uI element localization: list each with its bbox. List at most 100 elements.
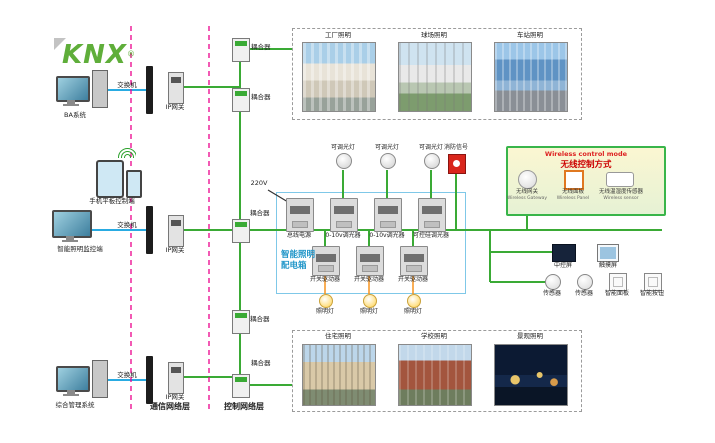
- mains-label: 220V: [250, 179, 268, 187]
- coupler-band: [235, 377, 247, 382]
- dimmer1-label: 0-10v调光器: [325, 232, 361, 239]
- cabinet-name-line2: 配电箱: [281, 261, 307, 272]
- control-layer-label: 控制网络层: [224, 402, 264, 411]
- switch-actuator-icon: [356, 246, 384, 276]
- sensor1-label: 传感器: [542, 290, 561, 297]
- din-band: [360, 254, 380, 262]
- din-knob: [424, 221, 440, 228]
- gateway2-label: IP网关: [165, 246, 185, 254]
- bottom-photo3-label: 景观照明: [517, 332, 543, 340]
- sensor-icon: [545, 274, 561, 290]
- wireless-title-zh: 无线控制方式: [560, 160, 612, 170]
- din-knob: [318, 265, 334, 272]
- lamp-icon: [319, 294, 333, 308]
- monitor-base: [63, 104, 79, 106]
- central-control-screen-icon: [552, 244, 576, 262]
- ethernet-switch-icon: [146, 66, 153, 114]
- monitor-stand: [66, 236, 74, 240]
- wireless-gateway-icon: [518, 170, 537, 189]
- wifi-arc: [121, 151, 134, 158]
- din-knob: [362, 265, 378, 272]
- dimmable-lamp3-label: 可调光灯: [418, 144, 443, 151]
- monitor-base: [62, 240, 78, 242]
- top-photo-stadium: [398, 42, 472, 112]
- wifi-arc: [124, 154, 131, 158]
- din-band: [334, 206, 354, 214]
- switch2-label: 交换机: [117, 221, 137, 229]
- din-band: [422, 206, 442, 214]
- mobile-terminal-label: 手机平板控制端: [89, 197, 135, 205]
- tablet-icon: [96, 160, 124, 198]
- phone-icon: [126, 170, 142, 198]
- actuator1-label: 开关驱动器: [309, 276, 340, 283]
- cabinet-name-line1: 智能照明: [281, 250, 316, 260]
- triac-dimmer-label: 可控硅调光器: [412, 232, 449, 239]
- wireless-sensor-zh: 无线温湿度传感器: [598, 189, 643, 195]
- switch1-label: 交换机: [117, 81, 137, 89]
- line-coupler-icon: [232, 374, 250, 398]
- actuator2-label: 开关驱动器: [353, 276, 384, 283]
- fire-signal-label: 消防信号: [443, 144, 468, 151]
- layer-divider-lines: [130, 26, 210, 412]
- line-coupler-icon: [232, 219, 250, 243]
- wireless-gateway-en: Wireless Gateway: [506, 195, 548, 201]
- coupler5-label: 耦合器: [251, 359, 271, 367]
- din-band: [404, 254, 424, 262]
- wireless-gateway-label: 无线网关 Wireless Gateway: [506, 189, 548, 202]
- wireless-panel-label: 无线面板 Wireless Panel: [552, 189, 594, 202]
- dimmer2-label: 0-10v调光器: [369, 232, 405, 239]
- ip-gateway-icon: [168, 215, 184, 247]
- din-band: [378, 206, 398, 214]
- smart-button-icon: [644, 273, 662, 291]
- coupler-band: [235, 222, 247, 227]
- smart-panel-label: 智能面板: [604, 290, 629, 297]
- din-knob: [406, 265, 422, 272]
- bottom-photo2-label: 学校照明: [421, 332, 447, 340]
- line-coupler-icon: [232, 38, 250, 62]
- coupler3-label: 耦合器: [250, 209, 270, 217]
- top-photo2-label: 球场照明: [421, 31, 447, 39]
- coupler-band: [235, 41, 247, 46]
- actuator3-label: 开关驱动器: [397, 276, 428, 283]
- wifi-arc: [118, 148, 136, 158]
- dimmer-0-10v-icon: [374, 198, 402, 232]
- cabinet-name: 智能照明 配电箱: [281, 250, 325, 272]
- wireless-gateway-zh: 无线网关: [515, 189, 538, 195]
- lamp2-label: 照明灯: [359, 308, 378, 315]
- touch-screen-label: 触摸屏: [598, 262, 617, 269]
- registered-mark: ®: [126, 49, 135, 59]
- knx-logo-text: KNX: [62, 40, 127, 70]
- monitoring-terminal-label: 智能照明监控端: [57, 245, 103, 253]
- switch3-label: 交换机: [117, 371, 137, 379]
- knx-logo-flag-icon: [54, 38, 66, 50]
- fire-alarm-icon: [448, 154, 466, 174]
- gateway-band: [171, 220, 181, 226]
- monitor-stand: [67, 100, 75, 104]
- wireless-panel-zh: 无线面板: [561, 189, 584, 195]
- ba-system-label: BA系统: [64, 111, 86, 119]
- touch-screen-glass: [600, 247, 616, 259]
- coupler-band: [235, 313, 247, 318]
- wireless-panel-icon: [564, 170, 584, 190]
- lamp-icon: [363, 294, 377, 308]
- din-knob: [292, 221, 308, 228]
- ba-workstation-monitor-icon: [56, 76, 90, 102]
- mains-input-line: [267, 189, 289, 203]
- gateway-band: [171, 77, 181, 83]
- smart-panel-icon: [609, 273, 627, 291]
- management-system-label: 综合管理系统: [55, 401, 95, 409]
- din-knob: [380, 221, 396, 228]
- smart-button-label: 智能按钮: [639, 290, 664, 297]
- wireless-sensor-en: Wireless sensor: [603, 195, 639, 201]
- din-band: [316, 254, 336, 262]
- sensor-icon: [577, 274, 593, 290]
- top-photo-station: [494, 42, 568, 112]
- bus-power-supply-icon: [286, 198, 314, 232]
- line-coupler-icon: [232, 310, 250, 334]
- fire-alarm-dot: [453, 160, 460, 167]
- dimmable-lamp-icon: [424, 153, 440, 169]
- bottom-applications-box: [292, 330, 582, 412]
- bottom-photo-landscape: [494, 344, 568, 406]
